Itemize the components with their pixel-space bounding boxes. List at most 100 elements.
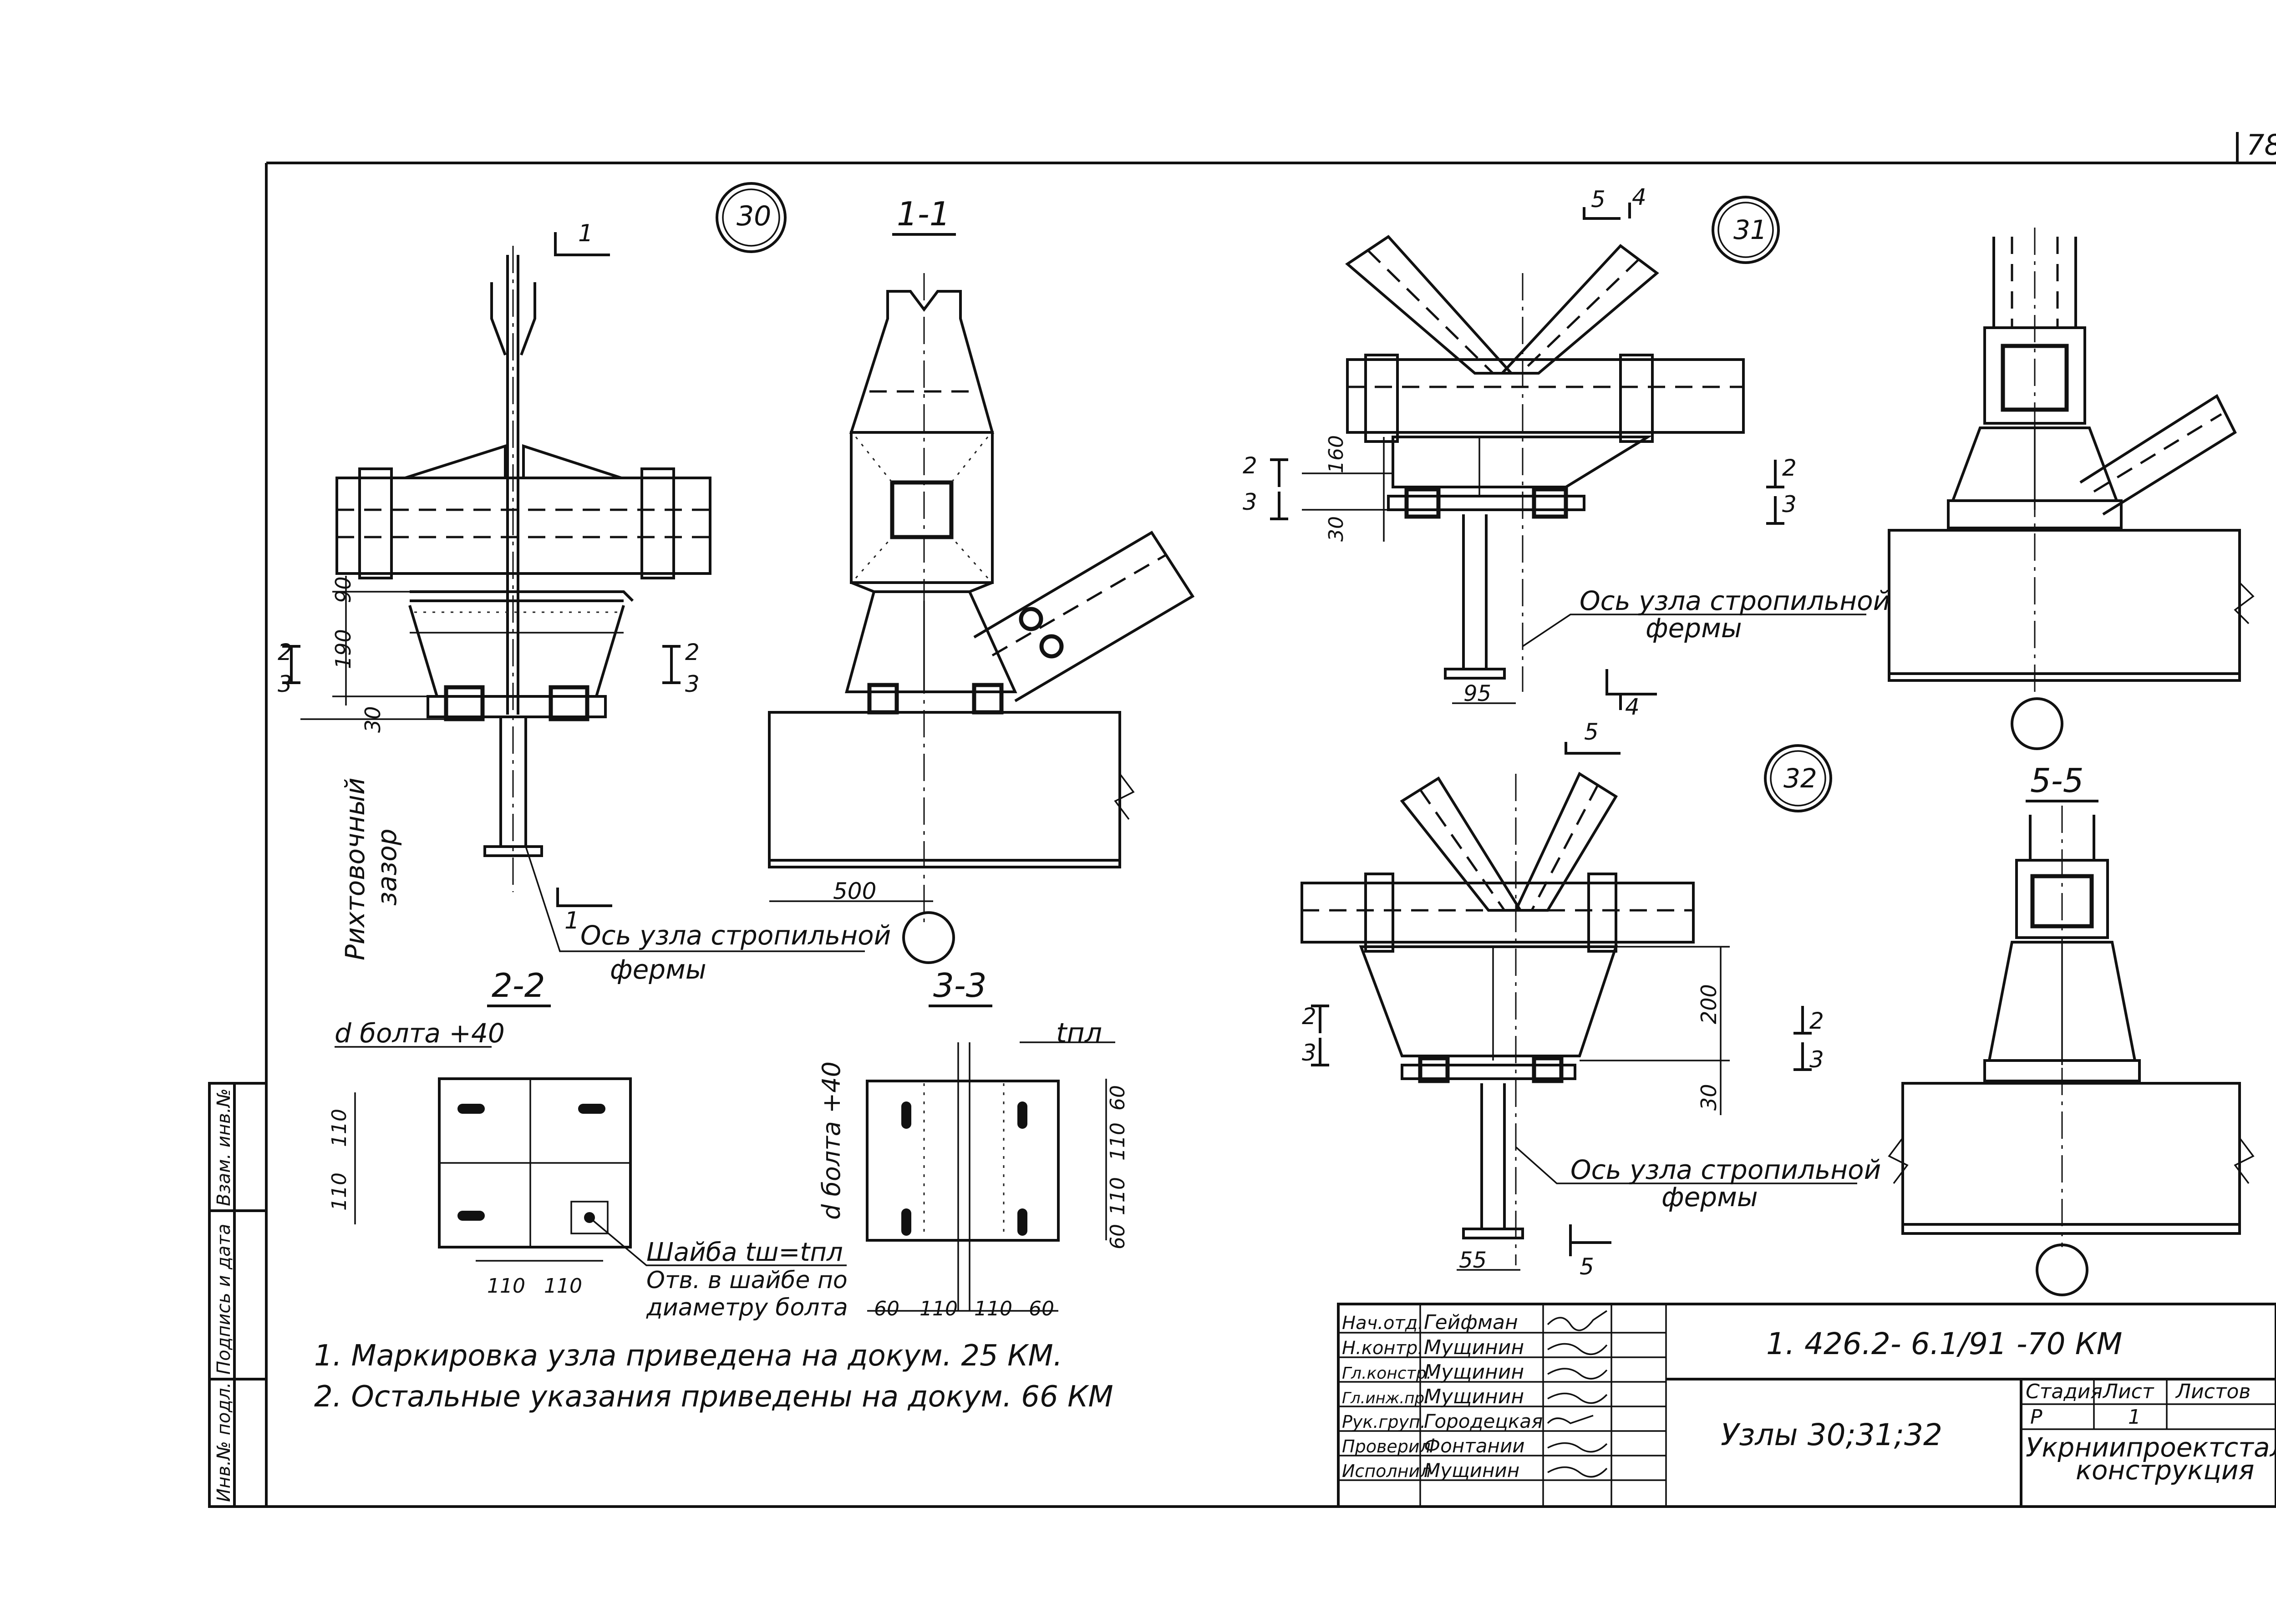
truss-axis-label-node32-2: фермы [1661,1182,1758,1213]
section-1-1-title: 1-1 [897,195,950,233]
tb-role-5: Проверил [1342,1436,1431,1457]
node-30-section-marks [282,232,681,907]
title-block [1337,1303,2276,1508]
dim-90: 90 [331,576,356,603]
tb-name-4: Городецкая [1424,1410,1543,1432]
tb-role-1: Н.контр. [1342,1338,1423,1359]
node-30-main-view [300,246,711,892]
dim-110-d: 110 [544,1274,582,1298]
sheet-value: 1 [2128,1406,2141,1429]
section-3-3-plate [866,1041,1115,1312]
dim-110-f: 110 [974,1297,1012,1320]
mark-2-node32-right: 2 [1809,1008,1824,1034]
tb-name-5: Фонтании [1424,1435,1525,1457]
tb-role-3: Гл.инж.пр. [1342,1389,1429,1407]
tb-name-2: Мущинин [1424,1360,1524,1384]
mark-5-node31: 5 [1591,186,1605,213]
dim-60-d: 60 [1106,1224,1129,1249]
tb-name-3: Мущинин [1424,1385,1524,1408]
dim-160: 160 [1325,435,1348,473]
dim-200: 200 [1697,984,1721,1024]
dim-30-node30: 30 [361,706,385,733]
document-code: 1. 426.2- 6.1/91 -70 КМ [1766,1326,2122,1361]
org-name-2: конструкция [2076,1455,2254,1486]
page-number: 78 [2246,128,2276,162]
tb-name-6: Мущинин [1424,1459,1519,1482]
node-32-view [1301,771,1730,1271]
stamp-signature-date: Подпись и дата [213,1224,234,1375]
dim-95: 95 [1463,681,1491,706]
stage-value: Р [2030,1406,2042,1429]
dim-500: 500 [833,878,876,904]
truss-axis-label-node32-1: Ось узла стропильной [1570,1154,1881,1185]
truss-axis-label-node30-1: Ось узла стропильной [580,920,891,951]
dim-110-e: 110 [920,1297,958,1320]
mark-1-bottom: 1 [564,907,579,934]
section-5-5-title: 5-5 [2030,761,2084,800]
section-2-2-plate [335,1046,632,1262]
node-31-marker-label: 31 [1733,214,1767,245]
washer-label-1: Шайба tш=tпл [646,1238,843,1267]
tb-role-6: Исполнил [1342,1461,1431,1481]
mark-2-node32-left: 2 [1302,1003,1316,1030]
rihtovka-label-2: зазор [371,828,402,906]
mark-5-node32-top: 5 [1584,719,1599,745]
mark-1-top: 1 [578,220,593,247]
sheet-header: Лист [2102,1380,2154,1403]
side-stamp: Инв.№ подл. Подпись и дата Взам. инв.№ [208,1082,268,1508]
tb-role-0: Нач.отд. [1342,1313,1423,1334]
stamp-inv-original: Инв.№ подл. [213,1382,234,1502]
mark-4-node31-top: 4 [1632,184,1646,210]
washer-label-2: Отв. в шайбе по [646,1267,848,1294]
section-1-1-view [768,273,1195,964]
title-block-people: Нач.отд. Гейфман Н.контр. Мущинин Гл.кон… [1342,1311,1543,1482]
bolt-d-plus-40-label-vert: d болта +40 [817,1061,846,1220]
mark-3-left: 3 [278,671,292,697]
tb-role-4: Рук.груп. [1342,1412,1426,1432]
truss-axis-label-node30-2: фермы [610,954,706,985]
mark-3-node31-left: 3 [1243,489,1257,515]
dim-30-node32: 30 [1697,1084,1721,1111]
sheets-header: Листов [2175,1380,2251,1403]
dim-110-c: 110 [487,1274,525,1298]
mark-5-node32-bottom: 5 [1580,1254,1594,1280]
t-pl-label: tпл [1056,1017,1102,1049]
dim-30-node31: 30 [1325,516,1348,542]
tb-name-0: Гейфман [1424,1311,1518,1334]
truss-axis-label-node31-1: Ось узла стропильной [1580,585,1890,616]
tb-role-2: Гл.констр. [1342,1364,1432,1383]
stage-header: Стадия [2026,1380,2103,1403]
section-3-3-title: 3-3 [933,966,987,1005]
signatures [1547,1310,1608,1478]
dim-110-g: 110 [1106,1122,1129,1161]
washer-label-3: диаметру болта [646,1294,848,1321]
mark-2-node31-left: 2 [1243,452,1257,479]
mark-2-left: 2 [278,639,292,665]
stamp-replace-inv: Взам. инв.№ [213,1088,234,1206]
node-31-view [1302,235,1745,704]
node-31-side-view [1888,228,2255,750]
mark-3-node32-right: 3 [1809,1046,1824,1073]
mark-3-node31-right: 3 [1782,491,1797,518]
org-name-1: Укрниипроектсталь [2026,1432,2276,1463]
node-32-marker [1764,744,1832,812]
section-2-2-title: 2-2 [492,966,545,1005]
drawing-title: Узлы 30;31;32 [1721,1417,1942,1452]
node-31-marker [1712,196,1780,264]
rihtovka-label-1: Рихтовочный [340,777,371,960]
mark-2-node31-right: 2 [1782,455,1797,481]
dim-190: 190 [331,629,356,669]
dim-110-a: 110 [328,1109,351,1147]
mark-4-node31-bottom: 4 [1625,694,1640,720]
dim-60-c: 60 [1106,1085,1129,1111]
node-30-marker [716,182,787,253]
dim-60-b: 60 [1029,1297,1054,1320]
dim-60-a: 60 [874,1297,899,1320]
node-30-marker-label: 30 [737,200,771,232]
mark-3-right: 3 [685,671,700,697]
dim-55: 55 [1459,1248,1487,1273]
mark-3-node32-left: 3 [1302,1040,1316,1066]
note-2: 2. Остальные указания приведены на докум… [314,1380,1113,1414]
